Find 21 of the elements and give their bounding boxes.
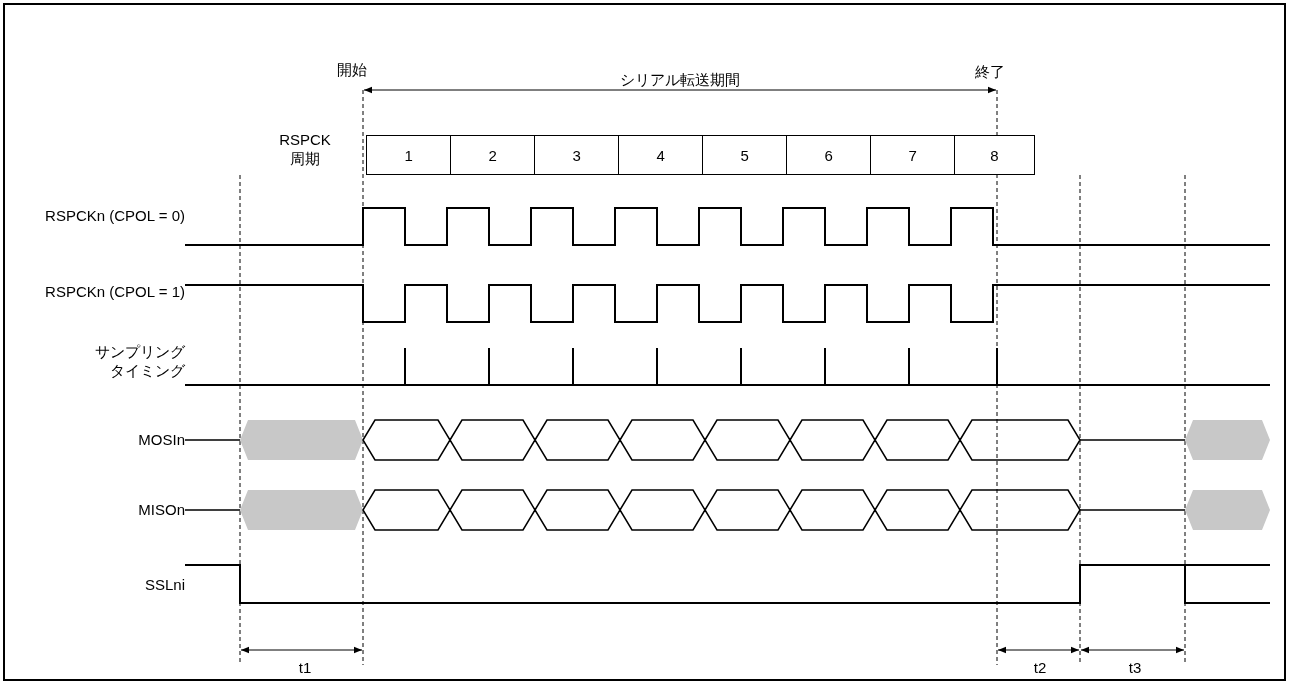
period-label: シリアル転送期間	[619, 70, 741, 89]
timing-label: t3	[1127, 658, 1143, 677]
signal-name: RSPCKn (CPOL = 0)	[44, 206, 185, 225]
event-label: 開始	[337, 60, 368, 79]
signal-name: MISOn	[137, 500, 185, 519]
period-cell: 6	[786, 135, 872, 175]
period-cell: 2	[450, 135, 536, 175]
event-label: 終了	[975, 62, 1006, 81]
period-cell: 3	[534, 135, 620, 175]
period-cell: 1	[366, 135, 452, 175]
signal-name: RSPCKn (CPOL = 1)	[44, 282, 185, 301]
timing-label: t2	[1032, 658, 1048, 677]
timing-label: t1	[297, 658, 313, 677]
period-cell: 7	[870, 135, 956, 175]
period-cell: 4	[618, 135, 704, 175]
period-cell: 5	[702, 135, 788, 175]
signal-name: MOSIn	[137, 430, 185, 449]
signal-name: サンプリングタイミング	[94, 342, 185, 380]
row-label: RSPCK 周期	[278, 130, 332, 168]
signal-name: SSLni	[143, 575, 185, 594]
period-cell: 8	[954, 135, 1035, 175]
